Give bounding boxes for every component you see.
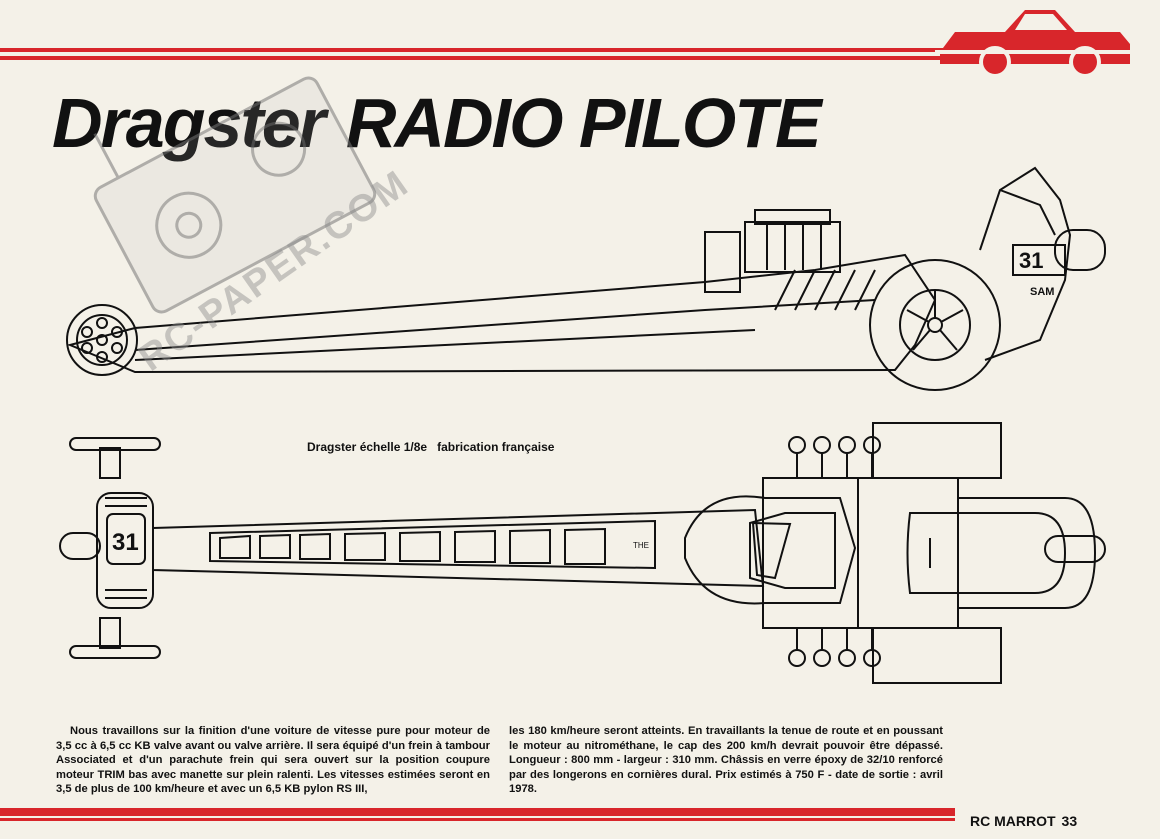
footer-page-number: 33 <box>1061 813 1078 829</box>
top-red-stripes <box>0 48 960 66</box>
footer-magazine: RC MARROT <box>970 813 1056 829</box>
top-label: THE <box>633 541 649 550</box>
side-car-number: 31 <box>1019 248 1043 273</box>
dragster-top-view: 31 THE <box>59 422 1106 684</box>
race-car-logo <box>935 10 1135 78</box>
drawing-caption: Dragster échelle 1/8e fabrication françai… <box>307 440 554 454</box>
bottom-red-stripe-thin <box>0 818 955 821</box>
body-text-column-2: les 180 km/heure seront atteints. En tra… <box>509 725 943 795</box>
dragster-side-view: 31 SAM <box>66 166 1106 391</box>
title-radio-pilote: RADIO PILOTE <box>345 84 822 162</box>
top-car-number: 31 <box>112 529 139 556</box>
body-text-column-1: Nous travaillons sur la finition d'une v… <box>56 725 490 795</box>
caption-scale: Dragster échelle 1/8e <box>307 440 428 454</box>
side-label: SAM <box>1030 286 1054 298</box>
page-footer: RC MARROT 33 <box>970 813 1077 829</box>
caption-origin: fabrication française <box>437 440 555 454</box>
bottom-red-stripe <box>0 808 955 816</box>
radio-transmitter-watermark <box>93 76 377 314</box>
